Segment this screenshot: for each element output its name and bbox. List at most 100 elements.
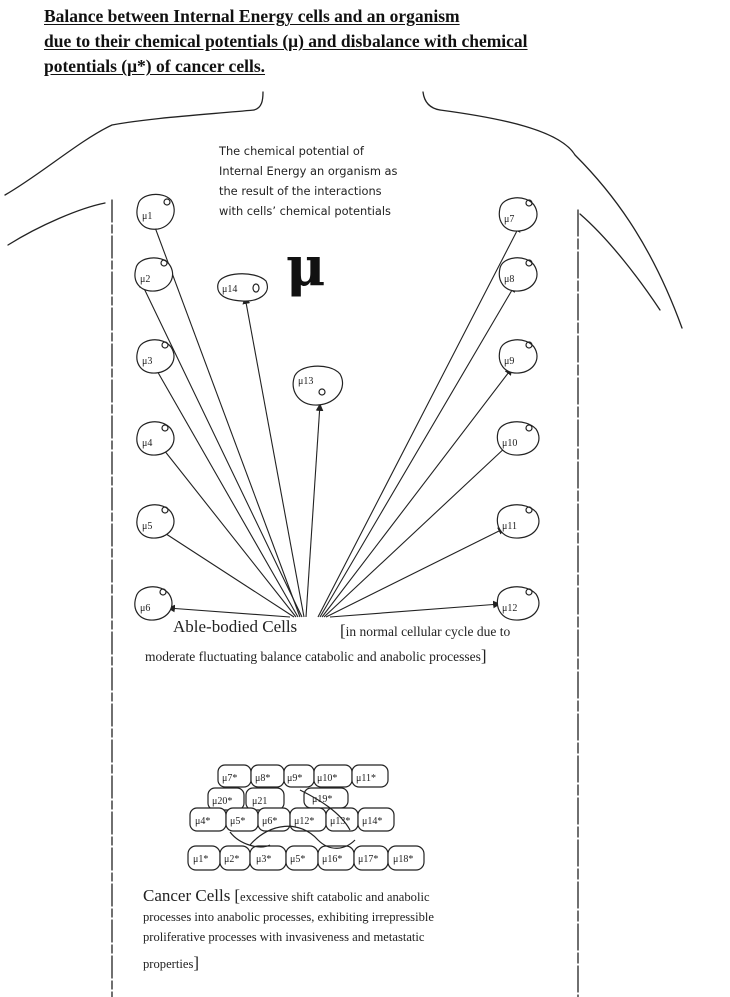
- cell-label-mu2: μ2: [140, 274, 150, 285]
- info-line-3: the result of the interactions: [219, 184, 382, 198]
- arrow-to-mu7: [317, 224, 521, 618]
- cancer-label-9: μ4*: [195, 816, 210, 827]
- cancer-cell-8: μ19*: [303, 787, 349, 809]
- cancer-note-1: excessive shift catabolic and anabolic: [240, 890, 430, 904]
- cluster-overlap-outline: [229, 789, 356, 849]
- cell-label-mu9: μ9: [504, 356, 514, 367]
- cell-mu14: μ14: [217, 273, 268, 302]
- able-note-text-1: in normal cellular cycle due to: [345, 624, 511, 639]
- cancer-label-12: μ12*: [294, 816, 314, 827]
- cancer-bracket-open: [: [234, 886, 241, 905]
- cancer-cell-14: μ14*: [357, 807, 395, 832]
- cell-label-mu3: μ3: [142, 356, 152, 367]
- arrow-to-mu10: [323, 444, 509, 618]
- arrow-to-mu1: [151, 221, 301, 618]
- cancer-cell-21: μ18*: [387, 845, 425, 871]
- cancer-cell-7: μ21: [245, 787, 285, 811]
- cancer-cell-5: μ11*: [351, 764, 389, 788]
- cell-label-mu11: μ11: [502, 521, 517, 532]
- cell-label-mu14: μ14: [222, 284, 237, 295]
- cancer-note-3: proliferative processes with invasivenes…: [143, 930, 425, 944]
- neck-left: [253, 91, 264, 111]
- cancer-cell-18: μ5*: [285, 845, 319, 871]
- cell-mu3: μ3: [136, 339, 175, 374]
- cancer-cell-17: μ3*: [249, 845, 287, 871]
- info-line-4: with cells’ chemical potentials: [219, 204, 391, 218]
- arrow-to-mu3: [151, 361, 299, 618]
- arrow-to-mu6: [167, 604, 291, 618]
- cancer-cell-1: μ7*: [217, 764, 252, 788]
- cancer-cell-12: μ12*: [289, 807, 327, 832]
- neck-right: [422, 91, 441, 111]
- cancer-cells-label: Cancer Cells: [143, 886, 231, 905]
- cell-mu9: μ9: [498, 339, 538, 374]
- shoulder-left: [4, 109, 255, 196]
- cancer-cell-3: μ9*: [283, 764, 315, 788]
- cell-label-mu7: μ7: [504, 214, 514, 225]
- arrow-to-mu9: [321, 367, 513, 618]
- cell-label-mu10: μ10: [502, 438, 517, 449]
- cancer-label-17: μ3*: [256, 854, 271, 865]
- title-line-3: potentials (μ*) of cancer cells.: [44, 56, 266, 76]
- arm-left: [7, 202, 106, 246]
- cancer-label-7: μ21: [252, 796, 267, 807]
- cancer-cell-16: μ2*: [219, 845, 251, 871]
- arrow-to-mu5: [159, 529, 295, 618]
- cancer-cells-caption: Cancer Cells [excessive shift catabolic …: [143, 886, 543, 974]
- arrow-to-mu11: [325, 527, 506, 618]
- cancer-label-21: μ18*: [393, 854, 413, 865]
- cancer-note-4: properties: [143, 957, 194, 971]
- cancer-label-18: μ5*: [290, 854, 305, 865]
- cell-label-mu1: μ1: [142, 211, 152, 222]
- cell-label-mu4: μ4: [142, 438, 152, 449]
- body-outline: [4, 91, 683, 997]
- cancer-label-10: μ5*: [230, 816, 245, 827]
- info-line-2: Internal Energy an organism as: [219, 164, 398, 178]
- arm-right: [579, 213, 661, 311]
- cancer-cell-6: μ20*: [207, 787, 245, 811]
- interaction-arrows: [139, 221, 521, 618]
- cancer-cell-20: μ17*: [353, 845, 389, 871]
- cancer-label-8: μ19*: [312, 794, 332, 805]
- cell-mu2: μ2: [134, 257, 174, 292]
- cell-label-mu5: μ5: [142, 521, 152, 532]
- able-note-text-2: moderate fluctuating balance catabolic a…: [145, 649, 481, 664]
- organism-mu-symbol: μ: [286, 234, 326, 298]
- cancer-cell-11: μ6*: [257, 807, 291, 832]
- cell-mu10: μ10: [496, 421, 540, 456]
- cell-mu12: μ12: [496, 586, 540, 621]
- cell-label-mu6: μ6: [140, 603, 150, 614]
- arrow-to-mu13: [305, 403, 324, 618]
- cell-mu6: μ6: [134, 586, 173, 621]
- cancer-label-11: μ6*: [262, 816, 277, 827]
- cancer-cell-9: μ4*: [189, 807, 227, 832]
- cancer-label-5: μ11*: [356, 773, 376, 784]
- arrow-to-mu8: [319, 284, 516, 618]
- cancer-label-4: μ10*: [317, 773, 337, 784]
- arrow-to-mu2: [139, 279, 303, 618]
- cancer-label-1: μ7*: [222, 773, 237, 784]
- cell-mu11: μ11: [496, 504, 540, 539]
- cell-mu7: μ7: [498, 197, 538, 232]
- shoulder-right: [439, 109, 683, 329]
- title-line-2: due to their chemical potentials (μ) and…: [44, 31, 528, 51]
- organism-potential-note: The chemical potential of Internal Energ…: [219, 141, 459, 221]
- diagram-title: Balance between Internal Energy cells an…: [44, 4, 684, 79]
- cancer-cell-2: μ8*: [250, 764, 285, 788]
- cell-label-mu8: μ8: [504, 274, 514, 285]
- cell-mu1: μ1: [136, 193, 175, 230]
- cell-mu5: μ5: [136, 504, 175, 539]
- able-bodied-note-line2: moderate fluctuating balance catabolic a…: [145, 646, 487, 666]
- title-line-1: Balance between Internal Energy cells an…: [44, 6, 460, 26]
- cancer-label-14: μ14*: [362, 816, 382, 827]
- able-bracket-open: [: [340, 621, 346, 640]
- cancer-cell-4: μ10*: [313, 764, 353, 788]
- cancer-label-19: μ16*: [322, 854, 342, 865]
- cancer-cell-10: μ5*: [225, 807, 259, 832]
- cancer-label-20: μ17*: [358, 854, 378, 865]
- arrow-to-mu4: [159, 444, 297, 618]
- cancer-label-15: μ1*: [193, 854, 208, 865]
- cell-label-mu13: μ13: [298, 376, 313, 387]
- cancer-label-13: μ13*: [330, 816, 350, 827]
